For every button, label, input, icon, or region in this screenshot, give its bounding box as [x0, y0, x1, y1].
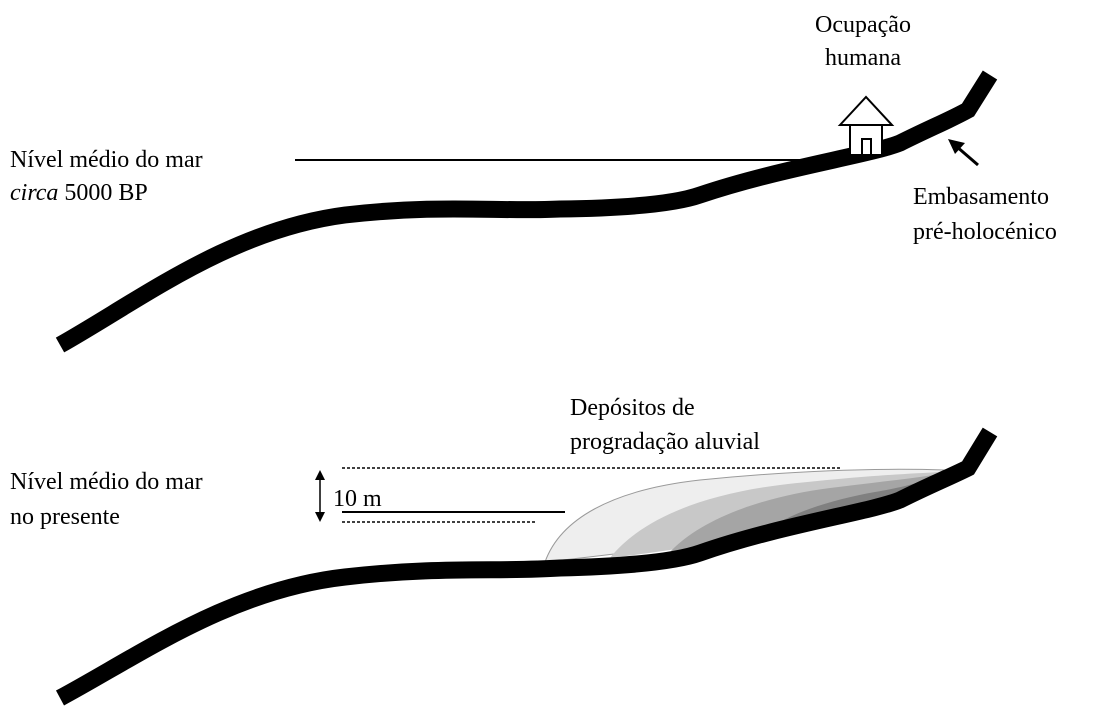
top-sea-level-date-label: circa 5000 BP — [10, 178, 148, 208]
deposits-label-line2: progradação aluvial — [570, 429, 760, 455]
circa-text: circa — [10, 180, 59, 206]
present-sea-level-label-line2: no presente — [10, 504, 120, 530]
top-sea-level-line1: Nível médio do mar — [10, 147, 203, 173]
basement-label-line1: Embasamento — [913, 184, 1049, 210]
scale-arrow — [315, 470, 325, 522]
top-bedrock-profile — [55, 70, 998, 353]
top-sea-level-label: Nível médio do mar — [10, 145, 203, 175]
present-sea-level-label-line1: Nível médio do mar — [10, 469, 203, 495]
basement-label-line2: pré-holocénico — [913, 219, 1057, 245]
scale-label: 10 m — [333, 486, 382, 512]
occupation-label-line1: Ocupação — [815, 12, 911, 38]
bottom-bedrock-profile — [55, 427, 998, 706]
occupation-label-line2: humana — [825, 45, 901, 71]
deposits-label-line1: Depósitos de — [570, 395, 695, 421]
house-icon — [837, 95, 895, 156]
date-text: 5000 BP — [64, 180, 148, 206]
basement-arrow — [948, 139, 979, 167]
